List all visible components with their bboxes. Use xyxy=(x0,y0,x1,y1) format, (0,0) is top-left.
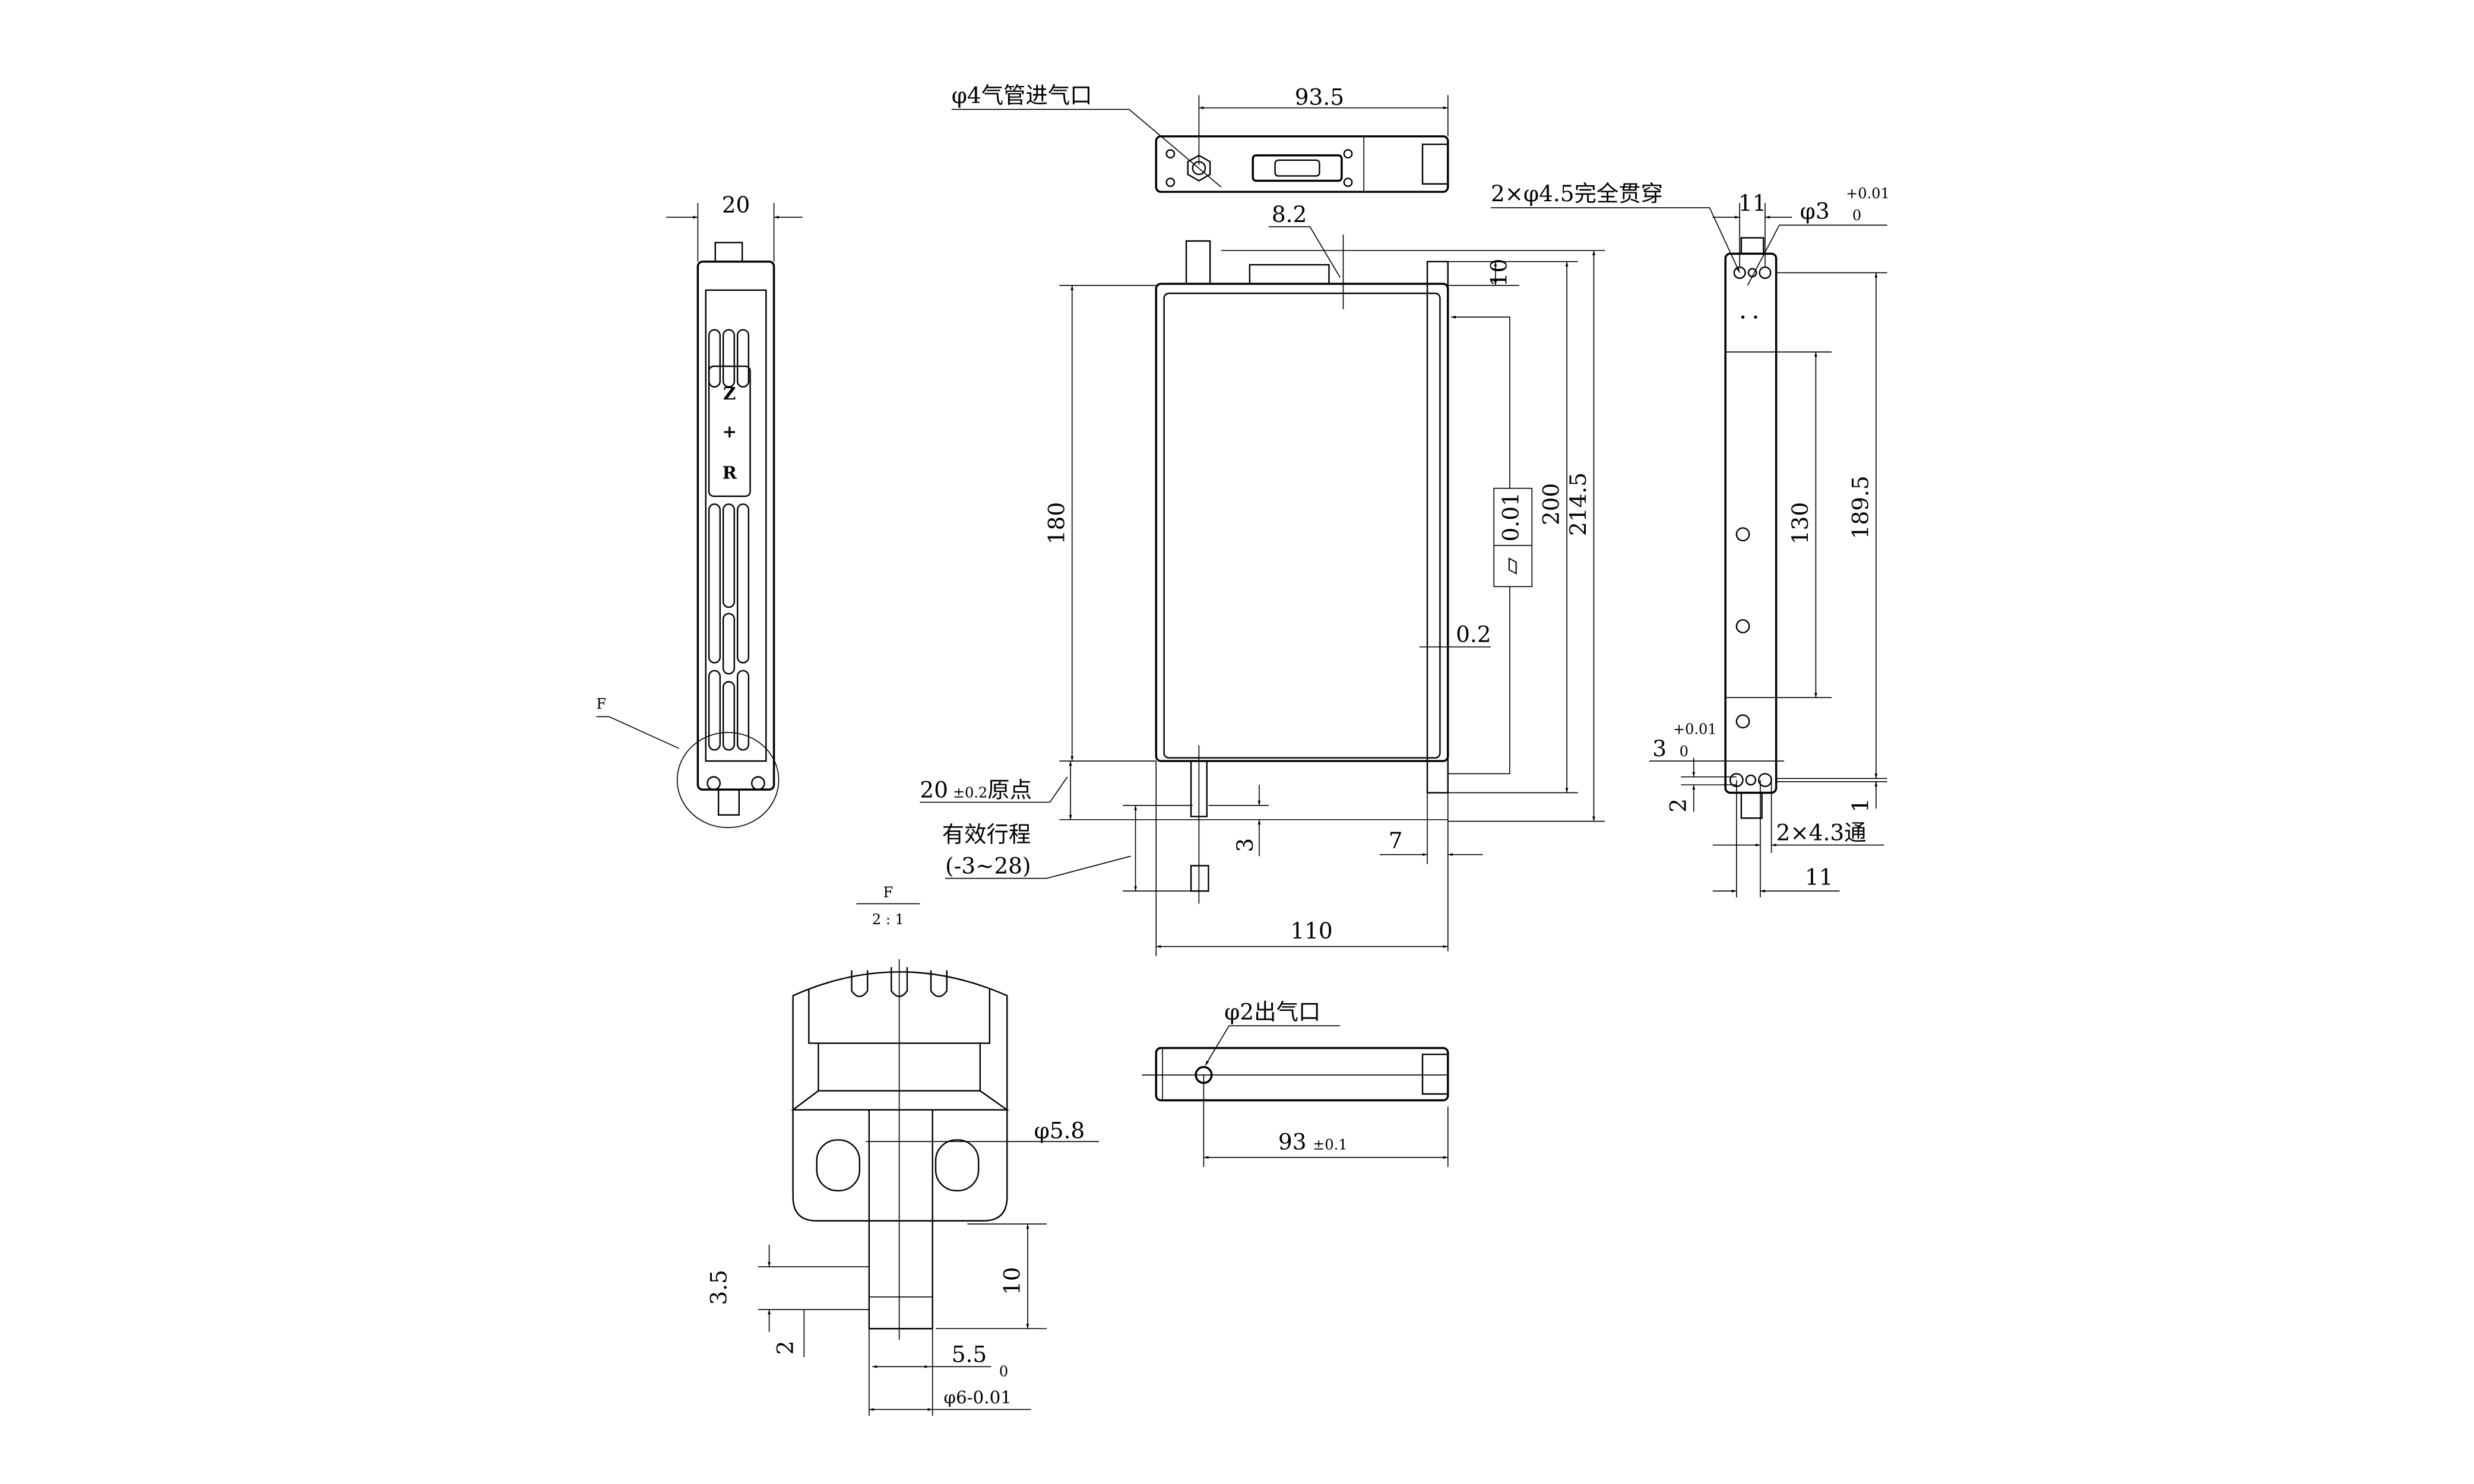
dim-5-5: 5.5 xyxy=(952,1341,987,1367)
dim-10: 10 xyxy=(1486,259,1512,287)
logo-z: Z xyxy=(723,383,736,404)
logo-plus: + xyxy=(722,421,737,442)
logo-r: R xyxy=(723,462,737,483)
dim-10: 10 xyxy=(999,1267,1025,1295)
dim-93-5: 93.5 xyxy=(1295,84,1344,110)
flatness-symbol: ⏥ xyxy=(1498,557,1524,575)
mount-hole xyxy=(1343,177,1353,188)
inlet-leader xyxy=(951,109,1222,188)
dim-3: 3 xyxy=(1232,838,1258,852)
shaft-extended-position xyxy=(1190,865,1209,892)
dim-189-5: 189.5 xyxy=(1848,475,1874,539)
front-view-body xyxy=(1155,283,1449,762)
pin-dia-callout: φ3 xyxy=(1800,198,1830,224)
dim-1: 1 xyxy=(1848,798,1874,813)
thru-hole xyxy=(1759,266,1772,279)
pin-tol-lower: 0 xyxy=(1852,207,1861,224)
dim-130: 130 xyxy=(1787,502,1813,544)
dim-11-bottom: 11 xyxy=(1805,864,1833,890)
mount-hole xyxy=(1735,714,1750,729)
top-view-body xyxy=(1155,135,1449,193)
left-side-view: Z + R F 20 xyxy=(596,192,803,829)
detail-body xyxy=(792,971,1008,1222)
dim-180: 180 xyxy=(1043,502,1069,544)
dim-93: 93±0.1 xyxy=(1278,1128,1348,1155)
detail-scale: 2 : 1 xyxy=(872,911,904,928)
detail-f-view: F 2 : 1 φ5.8 10 3.5 2 5.5 0 xyxy=(705,884,1100,1416)
dim-7: 7 xyxy=(1389,827,1403,854)
inlet-callout: φ4气管进气口 xyxy=(952,83,1092,109)
guide-rail xyxy=(1426,261,1449,794)
mount-hole xyxy=(1735,527,1750,541)
detail-title: F xyxy=(883,884,894,901)
air-fitting xyxy=(1185,240,1211,285)
pin-tol-upper: +0.01 xyxy=(1846,185,1890,202)
logo-panel xyxy=(708,365,751,497)
mount-hole xyxy=(816,1139,861,1192)
dim-8-2: 8.2 xyxy=(1272,201,1307,227)
dim-20: 20 xyxy=(722,192,750,218)
flatness-value: 0.01 xyxy=(1498,492,1524,541)
mount-hole xyxy=(1165,149,1176,158)
stroke-range: (-3~28) xyxy=(945,853,1031,879)
dim-110: 110 xyxy=(1290,918,1332,944)
stroke-label: 有效行程 xyxy=(942,821,1031,847)
mount-hole xyxy=(935,1139,980,1192)
right-view-body xyxy=(1724,252,1778,794)
top-view: 93.5 φ4气管进气口 xyxy=(951,83,1449,193)
dim-200: 200 xyxy=(1538,483,1564,525)
electrical-connector xyxy=(1252,154,1343,182)
detail-f-circle xyxy=(676,732,780,829)
top-view-tab xyxy=(1421,143,1449,185)
dim-0-2: 0.2 xyxy=(1456,621,1491,648)
shaft-dia: φ6-0.01 xyxy=(943,1387,1012,1407)
connector-profile xyxy=(1249,264,1330,285)
air-fitting-nut xyxy=(1187,154,1211,182)
mount-hole xyxy=(1735,619,1750,633)
thru-holes-callout: 2×φ4.5完全贯穿 xyxy=(1491,180,1663,207)
outlet-callout: φ2出气口 xyxy=(1224,998,1320,1025)
flatness-frame xyxy=(1493,487,1533,588)
dim-3-5: 3.5 xyxy=(705,1270,731,1305)
detail-f-marker: F xyxy=(596,696,606,712)
slot xyxy=(708,329,721,388)
mount-hole xyxy=(1343,149,1353,158)
right-side-view: 2×φ4.5完全贯穿 11 φ3 +0.01 0 130 189.5 1 3 +… xyxy=(1491,180,1890,898)
front-view: 180 200 214.5 10 8.2 0.01 ⏥ 0.2 20±0.2原点… xyxy=(920,201,1605,956)
bottom-view-body xyxy=(1155,1047,1449,1102)
dim-2: 2 xyxy=(1665,798,1691,813)
shaft-tol-upper: 0 xyxy=(999,1363,1008,1380)
fitting xyxy=(714,242,743,262)
thru-hole xyxy=(1733,266,1746,279)
dim-214-5: 214.5 xyxy=(1565,473,1591,536)
slot-tol-lower: 0 xyxy=(1680,743,1689,760)
origin-callout: 20±0.2原点 xyxy=(920,776,1032,803)
mount-hole xyxy=(1165,177,1176,188)
dim-2: 2 xyxy=(772,1340,799,1355)
holes-callout: 2×4.3通 xyxy=(1776,820,1867,846)
slot-tol-upper: +0.01 xyxy=(1673,721,1717,738)
bottom-view: φ2出气口 93±0.1 xyxy=(1142,998,1449,1167)
slot-callout: 3 xyxy=(1652,735,1667,762)
dim-11-top: 11 xyxy=(1738,190,1767,216)
dia-5-8: φ5.8 xyxy=(1034,1118,1085,1144)
